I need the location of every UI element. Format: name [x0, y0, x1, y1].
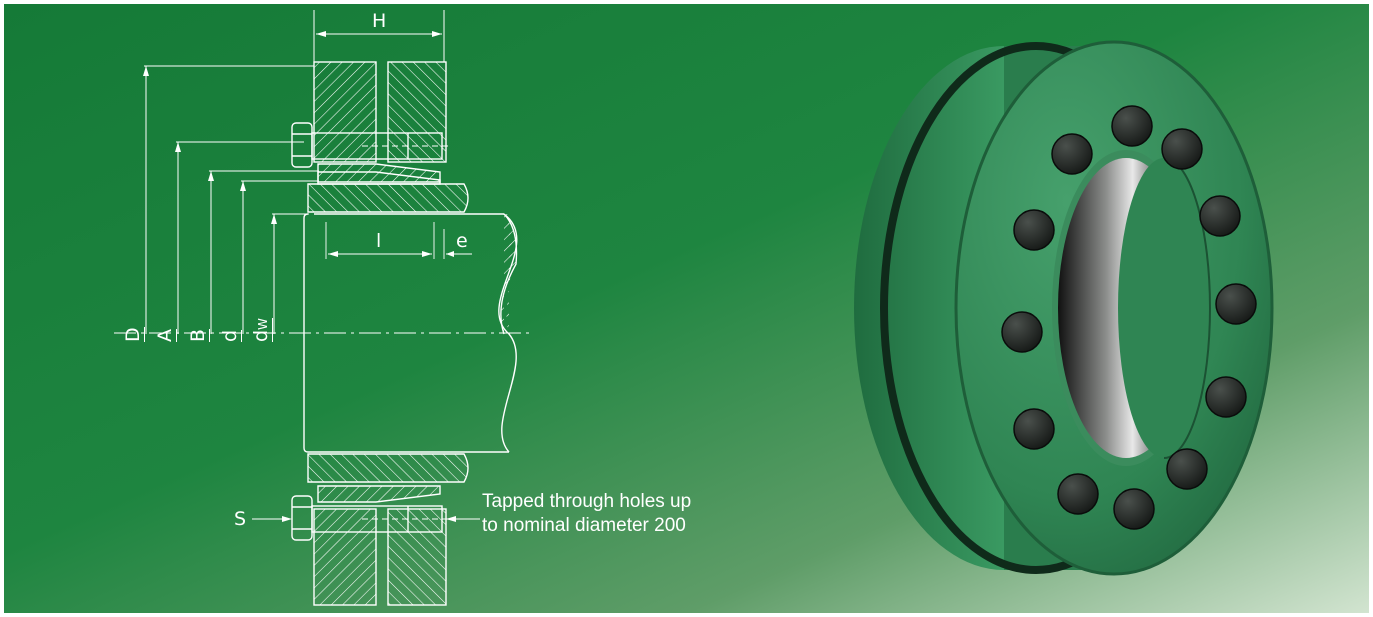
dim-label-l: l: [376, 230, 382, 252]
dim-label-H: H: [372, 10, 387, 32]
locking-ring-render: [854, 40, 1274, 576]
dim-label-S: S: [234, 508, 247, 530]
dim-label-e: e: [456, 230, 468, 252]
cross-section-drawing: [114, 10, 534, 606]
tapped-holes-note: Tapped through holes up to nominal diame…: [482, 490, 691, 538]
note-line-2: to nominal diameter 200: [482, 515, 686, 536]
note-line-1: Tapped through holes up: [482, 491, 692, 512]
product-figure: H D A B d dW l e S Tapped through holes …: [4, 4, 1369, 613]
